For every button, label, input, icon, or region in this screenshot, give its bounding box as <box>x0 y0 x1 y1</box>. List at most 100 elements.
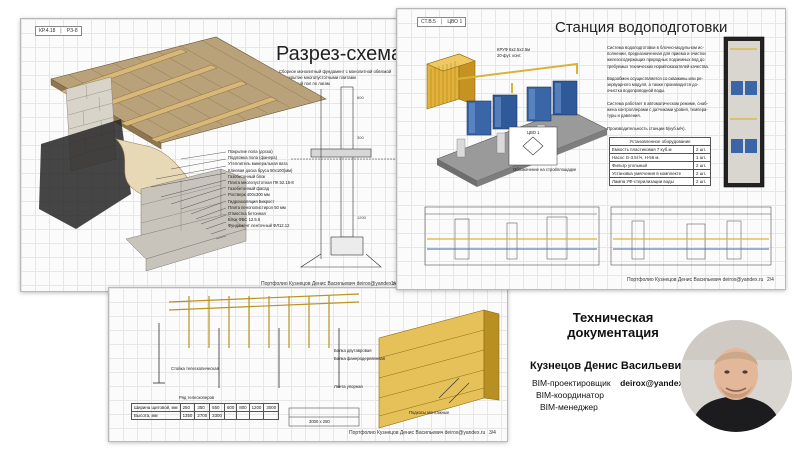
role-line: BIM-проектировщик deirox@yandex.ru <box>532 378 694 388</box>
table-cell: 2700 <box>194 411 211 420</box>
stamp-number: РЗ-8 <box>66 28 78 34</box>
person-name: Кузнецов Денис Васильевич <box>530 360 688 372</box>
table-row: Емкость пластиковая 7 куб.м 2 шт. <box>608 145 711 154</box>
table-title: Ряд телескоперов <box>179 395 215 400</box>
legend-label: ЦВО 1 <box>527 130 540 135</box>
description-line: жена контроллерами с датчиками уровня, т… <box>607 107 708 113</box>
description-line: Система водоподготовки в блочно-модульно… <box>607 45 704 50</box>
profile-panel: Техническая документация Кузнецов Денис … <box>510 300 800 450</box>
table-cell <box>248 411 265 420</box>
legend-caption: Обозначение на стройплощадке <box>513 167 577 172</box>
stamp-code: КР.4.18 <box>39 28 56 34</box>
equipment-qty: 2 шт. <box>693 161 711 170</box>
equipment-qty: 2 шт. <box>693 177 711 186</box>
table-cell: 550 <box>209 403 225 412</box>
equipment-title: Установленное оборудование <box>609 137 711 146</box>
formwork-label: Балка двутавровая <box>334 348 372 353</box>
description-line: полнении, предназначенная для приема и о… <box>607 51 706 57</box>
dimension-label: 3000 x 250 <box>309 419 330 424</box>
description-block: Система водоподготовки в блочно-модульно… <box>607 45 722 132</box>
description-line: Производительность станции 5(куб.м/ч). <box>607 125 686 131</box>
equipment-table: Установленное оборудование Емкость пласт… <box>608 137 711 186</box>
table-cell: 800 <box>236 403 250 412</box>
water-station-drawing <box>424 36 772 266</box>
layer-label: Отмостка бетонная <box>228 211 266 217</box>
heading-line: документация <box>567 325 659 340</box>
note-line: Деревянный пол по лагам <box>279 81 330 87</box>
dim-text: 1200 <box>357 215 367 220</box>
equipment-qty: 2 шт. <box>693 169 711 178</box>
sheet-stamp: СТ.В.5 │ ЦВО 1 <box>417 17 467 27</box>
row-label: Ширина щитовой, мм <box>131 403 181 412</box>
sheet-water-station: СТ.В.5 │ ЦВО 1 Станция водоподготовки <box>396 8 786 290</box>
equipment-qty: 2 шт. <box>693 145 711 154</box>
table-cell: 250 <box>179 403 196 412</box>
sheet-stamp: КР.4.18 │ РЗ-8 <box>35 26 82 36</box>
foundation-iso-drawing: 600 300 1200 <box>39 36 401 272</box>
layer-label: Фундамент ленточный ФЛ12.12 <box>228 223 290 229</box>
role-bim-coordinator: BIM-координатор <box>536 390 604 400</box>
sheet-notes: Сборное монолитный фундамент с монолитно… <box>279 69 404 88</box>
table-cell <box>223 411 238 420</box>
layer-label: Плита пенополистирол 50 мм <box>228 204 286 210</box>
description-line: зервуарного модуля, а также производится… <box>607 82 699 88</box>
dim-text: 600 <box>357 95 364 100</box>
formwork-table: Ширина щитовой, мм 250 350 550 600 800 1… <box>131 403 280 420</box>
layer-label: Газобетонный блок <box>228 173 266 179</box>
equipment-name: Фильтр угольный <box>608 161 695 170</box>
section-heading: Техническая документация <box>548 310 678 340</box>
email-link[interactable]: deirox@yandex.ru <box>620 378 695 388</box>
table-cell <box>263 411 280 420</box>
heading-line: Техническая <box>572 310 654 325</box>
avatar <box>680 320 792 432</box>
sheet-title: Станция водоподготовки <box>555 19 728 36</box>
description-line: Система работает в автоматическом режиме… <box>607 100 708 106</box>
page-number: 1/4 <box>391 281 398 287</box>
formwork-label: Стойка телескопическая <box>171 366 219 371</box>
formwork-label: Балка фанеродеревянная <box>334 356 386 361</box>
role-bim-manager: BIM-менеджер <box>540 402 598 412</box>
equipment-name: Установка умягчения в комплекте <box>608 169 695 178</box>
stamp-number: ЦВО 1 <box>447 19 463 25</box>
layer-label: Плита многопустотная ПК 52.15-8 <box>228 180 294 186</box>
sheet-footer: Портфолио Кузнецов Денис Васильевич deir… <box>627 277 764 283</box>
page-number: 2/4 <box>767 277 774 283</box>
description-line: железосодержащих природных подземных вод… <box>607 57 705 63</box>
page-number: 3/4 <box>489 430 496 436</box>
layer-label: Подложка пола (фанера) <box>228 155 277 161</box>
layer-label: Клеевая доска бруса 50х100(мм) <box>228 167 293 173</box>
layer-label: Газобетонный фасад <box>228 186 270 192</box>
layer-label: Ростверк 400х300 мм <box>228 192 270 198</box>
table-row: Установка умягчения в комплекте 2 шт. <box>608 169 711 178</box>
table-cell: 600 <box>223 403 238 412</box>
note-line: Сборное монолитный фундамент с монолитно… <box>279 69 392 74</box>
equipment-name: Лампа УФ-стерилизации воды <box>608 177 695 186</box>
note-line: Перекрытие многопустотными плитами <box>279 75 356 81</box>
description-line: очистка водопроводной воды. <box>607 88 666 94</box>
description-line: туры и давления. <box>607 113 641 119</box>
layer-label: Покрытие пола (доска) <box>228 149 273 154</box>
equipment-name: Насос G-3.5т/ч, Н-56 м. <box>608 153 695 162</box>
layer-legend: Покрытие пола (доска) Подложка пола (фан… <box>228 149 294 230</box>
table-cell <box>236 411 250 420</box>
table-row: Фильтр угольный 2 шт. <box>608 161 711 170</box>
table-row: Насос G-3.5т/ч, Н-56 м. 1 шт. <box>608 153 711 162</box>
equipment-qty: 1 шт. <box>693 153 711 162</box>
table-cell: 3000 <box>263 403 280 412</box>
table-row: Ширина щитовой, мм 250 350 550 600 800 1… <box>131 403 280 412</box>
table-cell: 1200 <box>248 403 265 412</box>
description-line: требуемых технических норм/показателей к… <box>607 63 709 69</box>
sheet-formwork: Стойка телескопическая Балка двутавровая… <box>108 287 508 442</box>
table-cell: 350 <box>194 403 211 412</box>
table-cell: 3300 <box>209 411 225 420</box>
table-header-row: Установленное оборудование <box>609 137 711 146</box>
sheet-section-scheme: КР.4.18 │ РЗ-8 Разрез-схема Сборное моно… <box>20 18 409 292</box>
layer-label: Гидроизоляция Бикрост <box>228 198 275 204</box>
sheet-footer: Портфолио Кузнецов Денис Васильевич deir… <box>349 430 486 436</box>
stamp-code: СТ.В.5 <box>421 19 436 25</box>
dim-text: 300 <box>357 135 364 140</box>
table-cell: 1350 <box>179 411 196 420</box>
description-line: Водообмен осуществляется со скважины или… <box>607 76 703 82</box>
container-caption: КРУФ 6х2.5х2.5м 20-фут. конт. <box>497 47 531 59</box>
table-row: Лампа УФ-стерилизации воды 2 шт. <box>608 177 711 186</box>
